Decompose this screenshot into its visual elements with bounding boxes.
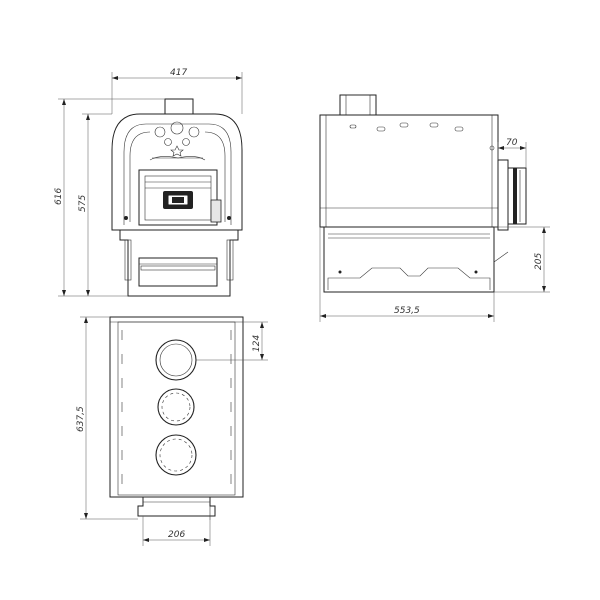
dim-front-width: 417	[111, 68, 243, 114]
side-base-profile	[327, 267, 491, 290]
dim-front-body-height: 575	[78, 113, 112, 296]
front-door-latch	[210, 199, 222, 223]
dim-side-ash-height-label: 205	[534, 253, 544, 270]
side-door-tunnel	[497, 159, 509, 231]
front-port-hole	[170, 121, 184, 135]
top-body-outline	[109, 316, 244, 498]
dim-front-body-height-label: 575	[78, 195, 88, 212]
dim-top-hole-offset: 124	[196, 321, 268, 361]
front-chimney	[164, 98, 194, 116]
dim-side-length: 553,5	[319, 227, 495, 322]
dim-side-ash-height: 205	[494, 226, 550, 293]
side-vent-slots	[349, 122, 464, 132]
dim-top-depth: 637,5	[76, 316, 138, 520]
side-chimney	[339, 94, 377, 116]
top-view: 637,5 124 206	[76, 316, 268, 546]
top-side-ribs	[121, 330, 232, 490]
front-firebox-arch	[123, 123, 232, 225]
dim-front-total-height: 616	[54, 98, 165, 297]
dim-top-door-width-label: 206	[168, 530, 185, 540]
dim-side-chimney-offset: 70	[497, 138, 527, 168]
front-port-hole	[154, 126, 166, 138]
dim-front-width-label: 417	[170, 68, 187, 78]
top-door-tunnel	[137, 496, 216, 517]
top-tank-hole	[157, 388, 195, 426]
dim-front-total-height-label: 616	[54, 188, 64, 205]
side-base	[323, 226, 495, 293]
dim-top-depth-label: 637,5	[76, 406, 86, 432]
front-view: 417 616 575	[54, 68, 243, 297]
dim-side-chimney-offset-label: 70	[506, 138, 518, 148]
side-view: 553,5 70 205	[319, 94, 550, 322]
dim-side-length-label: 553,5	[394, 306, 420, 316]
side-body	[319, 114, 499, 228]
dim-top-door-width: 206	[142, 516, 211, 546]
front-ash-drawer	[138, 257, 218, 287]
top-tank-hole	[155, 434, 197, 476]
front-port-hole	[188, 126, 200, 138]
brand-logo-icon	[149, 145, 206, 161]
dim-top-hole-offset-label: 124	[252, 335, 262, 352]
